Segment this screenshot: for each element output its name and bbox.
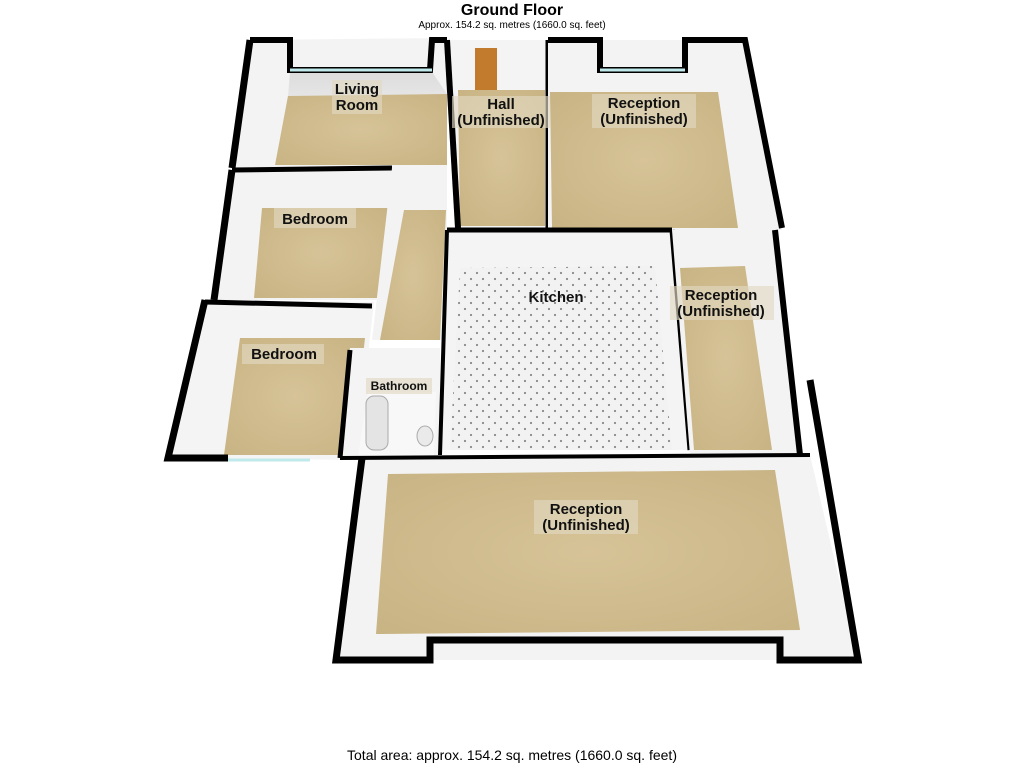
kitchen-label: Kitchen	[528, 289, 583, 306]
toilet-icon	[416, 425, 434, 447]
living-room-label-line1: Living	[335, 81, 379, 98]
plan-title: Ground Floor	[460, 2, 564, 19]
room-kitchen	[438, 227, 693, 456]
reception-bottom-label-line1: Reception	[550, 501, 623, 518]
bathroom-label: Bathroom	[371, 379, 428, 393]
room-reception-right	[672, 229, 803, 456]
bedroom-lower-label: Bedroom	[251, 346, 317, 363]
hall-label-line2: (Unfinished)	[457, 112, 545, 129]
bedroom-upper-label: Bedroom	[282, 211, 348, 228]
living-room-label-line2: Room	[336, 97, 379, 114]
plan-area-subtitle: Approx. 154.2 sq. metres (1660.0 sq. fee…	[418, 20, 606, 31]
room-reception-bottom	[332, 379, 863, 664]
bathtub-icon	[365, 395, 389, 451]
hall-label-line1: Hall	[487, 96, 515, 113]
reception-bottom-label-line2: (Unfinished)	[542, 517, 630, 534]
reception-right-label-line1: Reception	[685, 287, 758, 304]
reception-top-label-line2: (Unfinished)	[600, 111, 688, 128]
room-bedroom-upper	[210, 165, 393, 301]
reception-top-label-line1: Reception	[608, 95, 681, 112]
room-bathroom	[337, 348, 440, 459]
reception-right-label-line2: (Unfinished)	[677, 303, 765, 320]
room-hall	[444, 39, 551, 229]
room-labels: Living Room Hall (Unfinished) Reception …	[242, 80, 774, 534]
room-bedroom-lower	[163, 299, 374, 462]
total-area-footer: Total area: approx. 154.2 sq. metres (16…	[347, 747, 677, 763]
front-door-icon	[475, 48, 497, 90]
room-reception-top	[548, 37, 785, 230]
room-corridor	[372, 165, 447, 340]
